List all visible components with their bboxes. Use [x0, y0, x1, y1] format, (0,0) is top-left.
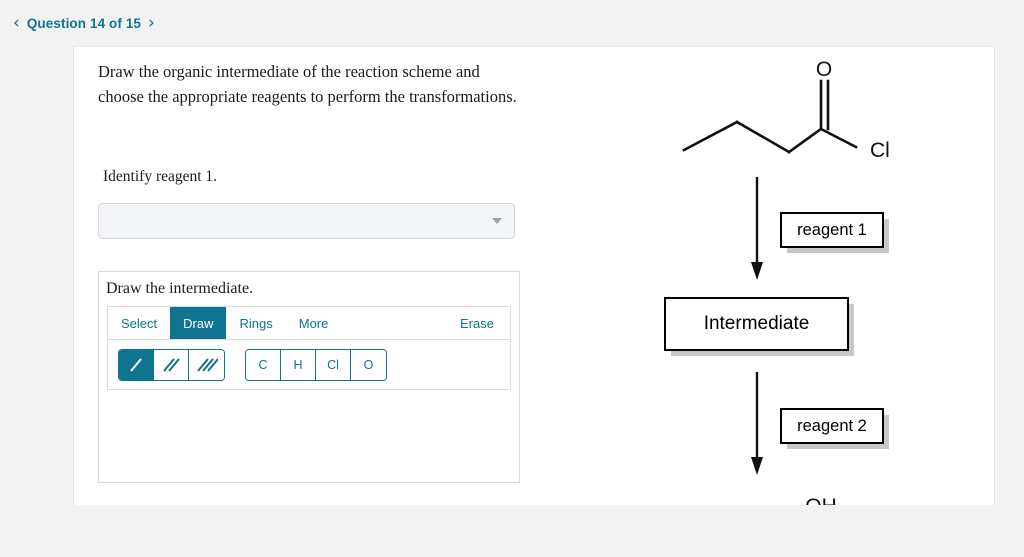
sketcher-tool-row: C H Cl O [107, 340, 511, 391]
reagent-1-select[interactable] [98, 203, 515, 240]
question-navigation-bar: ‹ Question 14 of 15 › [0, 0, 1024, 46]
question-left-column: Draw the organic intermediate of the rea… [98, 47, 558, 484]
sketcher-instruction: Draw the intermediate. [106, 280, 254, 298]
atom-label-layer: O Cl [816, 58, 890, 162]
tab-draw[interactable]: Draw [170, 307, 227, 340]
tab-bar-spacer [341, 307, 447, 339]
double-bond-icon[interactable] [154, 349, 189, 380]
element-button-group: C H Cl O [245, 348, 387, 381]
horizontal-scrollbar-track[interactable] [0, 505, 1024, 557]
question-card: Draw the organic intermediate of the rea… [73, 46, 995, 505]
question-subprompt: Identify reagent 1. [103, 168, 218, 186]
question-prompt: Draw the organic intermediate of the rea… [98, 62, 517, 107]
triple-bond-icon[interactable] [189, 349, 224, 380]
intermediate-box[interactable]: Intermediate [664, 297, 849, 351]
chevron-left-icon[interactable]: ‹ [13, 12, 20, 33]
reagent-1-box[interactable]: reagent 1 [780, 212, 884, 248]
arrow-step-2 [751, 372, 763, 475]
chlorine-label: Cl [870, 139, 890, 162]
butanoyl-chloride-structure [682, 79, 858, 154]
reagent-2-box[interactable]: reagent 2 [780, 408, 884, 444]
chevron-down-icon [492, 218, 502, 225]
reaction-scheme: OH O Cl reagent 1 Intermediate reagent 2 [521, 47, 994, 505]
page-title: Question 14 of 15 [26, 15, 142, 31]
bond-order-button-group [118, 348, 225, 381]
tab-more[interactable]: More [298, 315, 329, 331]
chevron-right-icon[interactable]: › [148, 12, 155, 33]
reaction-scheme-drawing: OH [682, 79, 858, 505]
carbonyl-oxygen-label: O [816, 58, 832, 81]
arrow-step-1 [751, 177, 763, 280]
erase-button[interactable]: Erase [460, 315, 494, 331]
element-button-h[interactable]: H [281, 349, 316, 380]
molecule-sketcher-panel: Draw the intermediate. Select Draw Rings… [98, 271, 520, 484]
element-button-o[interactable]: O [351, 349, 386, 380]
tab-select[interactable]: Select [121, 315, 158, 331]
element-button-c[interactable]: C [246, 349, 281, 380]
tab-rings[interactable]: Rings [239, 315, 273, 331]
sketcher-tab-bar: Select Draw Rings More Erase [107, 306, 511, 341]
element-button-cl[interactable]: Cl [316, 349, 351, 380]
product-oh-label: OH [805, 495, 837, 505]
single-bond-icon[interactable] [119, 349, 154, 380]
